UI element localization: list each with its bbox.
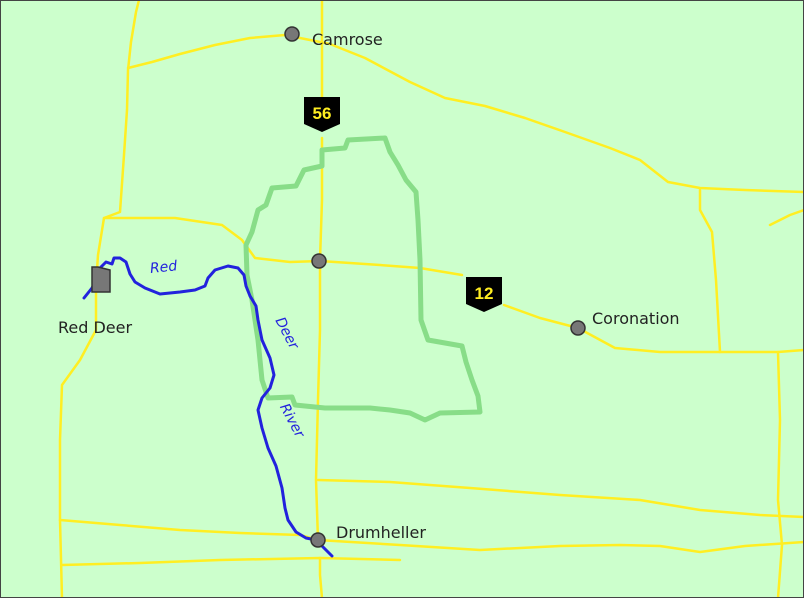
road-segment (768, 208, 804, 227)
camrose-label: Camrose (312, 30, 383, 49)
highway-number: 56 (313, 104, 332, 123)
road-segment (60, 556, 402, 567)
road-segment (314, 136, 324, 542)
road-segment (502, 303, 804, 354)
road-segment (126, 33, 804, 194)
region-boundary (243, 135, 483, 423)
road-segment (94, 0, 141, 287)
red-deer-river (82, 256, 334, 558)
drumheller-label: Drumheller (336, 523, 426, 542)
river-label-red: Red (149, 258, 178, 277)
road-segment (316, 478, 804, 519)
red-deer-label: Red Deer (58, 318, 132, 337)
road-segment (318, 556, 324, 598)
coronation-marker[interactable] (570, 320, 586, 336)
coronation-label: Coronation (592, 309, 680, 328)
drumheller-marker[interactable] (310, 532, 326, 548)
road-network (58, 0, 804, 598)
highway-12-shield: 12 (466, 277, 502, 312)
junction-marker[interactable] (311, 253, 327, 269)
camrose-marker[interactable] (284, 26, 300, 42)
highway-number: 12 (475, 284, 494, 303)
road-segment (102, 216, 464, 277)
road-segment (316, 538, 804, 554)
shield-background (304, 97, 340, 132)
road-segment (698, 188, 722, 354)
red-deer-marker[interactable] (91, 266, 111, 293)
shield-background (466, 277, 502, 312)
road-segment (776, 350, 784, 598)
highway-56-shield: 56 (304, 97, 340, 132)
